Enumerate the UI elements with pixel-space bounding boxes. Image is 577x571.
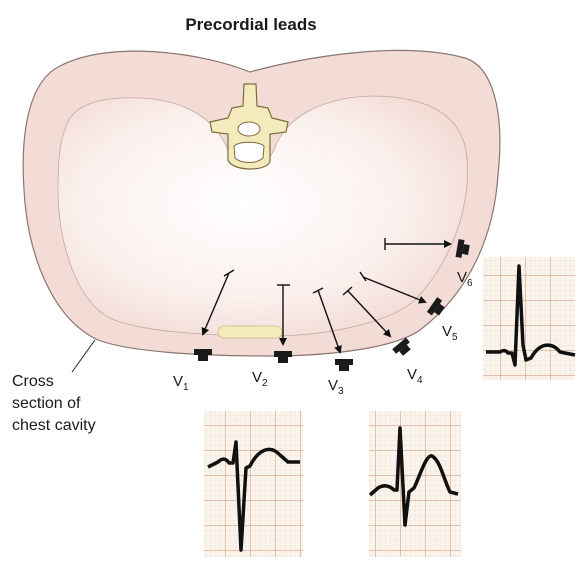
- electrode-icon: [335, 359, 353, 371]
- caption-line-3: chest cavity: [12, 417, 96, 434]
- electrode-icon: [194, 349, 212, 361]
- ecg-strip-v4: [369, 411, 461, 557]
- lead-label-v1: V1: [173, 373, 189, 393]
- sternum: [218, 326, 282, 338]
- ecg-strip-v6: [483, 257, 575, 380]
- lead-label-v5: V5: [442, 323, 458, 343]
- lead-label-v3: V3: [328, 377, 344, 397]
- caption: Cross section of chest cavity: [12, 373, 96, 434]
- ecg-strip-v1: [204, 411, 303, 557]
- caption-line-2: section of: [12, 395, 81, 412]
- caption-pointer: [72, 340, 95, 372]
- lead-label-v4: V4: [407, 366, 423, 386]
- diagram-title: Precordial leads: [185, 15, 316, 34]
- caption-line-1: Cross: [12, 373, 54, 390]
- lead-label-v2: V2: [252, 369, 268, 389]
- electrode-icon: [274, 351, 292, 363]
